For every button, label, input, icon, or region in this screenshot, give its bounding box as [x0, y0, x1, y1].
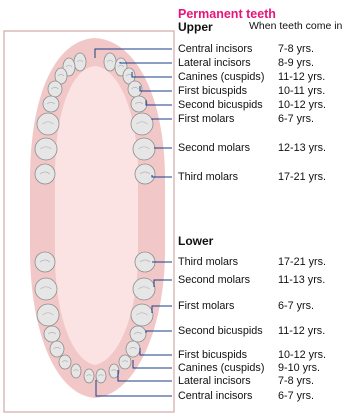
lower-tooth	[44, 326, 60, 342]
lower-row-lateral-incisors: Lateral incisors7-8 yrs.	[178, 375, 251, 387]
lower-tooth	[96, 369, 106, 383]
upper-tooth	[43, 96, 59, 112]
lower-row-second-bicuspids: Second bicuspids11-12 yrs.	[178, 325, 263, 337]
lower-tooth	[35, 252, 55, 272]
eruption-age: 11-12 yrs.	[278, 325, 325, 337]
upper-tooth	[135, 164, 155, 184]
lower-tooth	[119, 355, 131, 369]
eruption-age: 17-21 yrs.	[278, 256, 326, 268]
eruption-age: 11-12 yrs.	[278, 71, 325, 83]
eruption-age: 9-10 yrs.	[278, 362, 320, 374]
tooth-name: Second bicuspids	[178, 325, 263, 337]
lower-row-third-molars: Third molars17-21 yrs.	[178, 256, 238, 268]
eruption-age: 10-12 yrs.	[278, 349, 326, 361]
tooth-name: Canines (cuspids)	[178, 71, 264, 83]
lower-tooth	[130, 326, 146, 342]
lower-row-first-bicuspids: First bicuspids10-12 yrs.	[178, 349, 247, 361]
lower-tooth	[50, 341, 64, 357]
tooth-name: Third molars	[178, 256, 238, 268]
lower-row-central-incisors: Central incisors6-7 yrs.	[178, 390, 252, 402]
tooth-name: First bicuspids	[178, 85, 247, 97]
tooth-name: Lateral incisors	[178, 375, 251, 387]
upper-row-canines-cuspids: Canines (cuspids)11-12 yrs.	[178, 71, 264, 83]
eruption-age: 12-13 yrs.	[278, 142, 326, 154]
upper-tooth	[104, 53, 116, 71]
eruption-age: 17-21 yrs.	[278, 171, 326, 183]
lower-row-first-molars: First molars6-7 yrs.	[178, 300, 234, 312]
tooth-name: Second bicuspids	[178, 99, 263, 111]
lower-heading: Lower	[178, 234, 213, 248]
lower-tooth	[35, 278, 57, 300]
eruption-age: 7-8 yrs.	[278, 43, 314, 55]
lower-tooth	[84, 369, 94, 383]
upper-tooth	[74, 53, 86, 71]
lower-tooth	[126, 341, 140, 357]
upper-row-first-bicuspids: First bicuspids10-11 yrs.	[178, 85, 247, 97]
eruption-age: 6-7 yrs.	[278, 113, 314, 125]
lower-tooth	[71, 364, 81, 378]
lower-row-canines-cuspids: Canines (cuspids)9-10 yrs.	[178, 362, 264, 374]
tooth-name: Lateral incisors	[178, 57, 251, 69]
tooth-name: Second molars	[178, 274, 250, 286]
lower-tooth	[37, 304, 59, 326]
lower-tooth	[59, 355, 71, 369]
upper-tooth	[37, 113, 59, 135]
lower-tooth	[133, 278, 155, 300]
lower-tooth	[131, 304, 153, 326]
tooth-name: First molars	[178, 113, 234, 125]
upper-tooth	[133, 138, 155, 160]
upper-heading: Upper	[178, 20, 213, 34]
eruption-age: 10-12 yrs.	[278, 99, 326, 111]
upper-tooth	[35, 164, 55, 184]
upper-row-central-incisors: Central incisors7-8 yrs.	[178, 43, 252, 55]
palate	[55, 66, 138, 365]
upper-tooth	[35, 138, 57, 160]
upper-tooth	[48, 81, 62, 97]
upper-row-second-bicuspids: Second bicuspids10-12 yrs.	[178, 99, 263, 111]
eruption-age: 6-7 yrs.	[278, 390, 314, 402]
eruption-age: 6-7 yrs.	[278, 300, 314, 312]
column-header: When teeth come in	[249, 20, 342, 32]
eruption-age: 11-13 yrs.	[278, 274, 325, 286]
upper-row-second-molars: Second molars12-13 yrs.	[178, 142, 250, 154]
tooth-name: Central incisors	[178, 43, 252, 55]
lower-row-second-molars: Second molars11-13 yrs.	[178, 274, 250, 286]
eruption-age: 8-9 yrs.	[278, 57, 314, 69]
upper-tooth	[131, 113, 153, 135]
tooth-name: Third molars	[178, 171, 238, 183]
upper-tooth	[131, 96, 147, 112]
diagram-title: Permanent teeth	[178, 7, 276, 21]
tooth-name: Central incisors	[178, 390, 252, 402]
tooth-name: First bicuspids	[178, 349, 247, 361]
upper-row-lateral-incisors: Lateral incisors8-9 yrs.	[178, 57, 251, 69]
tooth-name: Second molars	[178, 142, 250, 154]
eruption-age: 10-11 yrs.	[278, 85, 325, 97]
upper-row-first-molars: First molars6-7 yrs.	[178, 113, 234, 125]
tooth-name: Canines (cuspids)	[178, 362, 264, 374]
eruption-age: 7-8 yrs.	[278, 375, 314, 387]
upper-row-third-molars: Third molars17-21 yrs.	[178, 171, 238, 183]
tooth-name: First molars	[178, 300, 234, 312]
